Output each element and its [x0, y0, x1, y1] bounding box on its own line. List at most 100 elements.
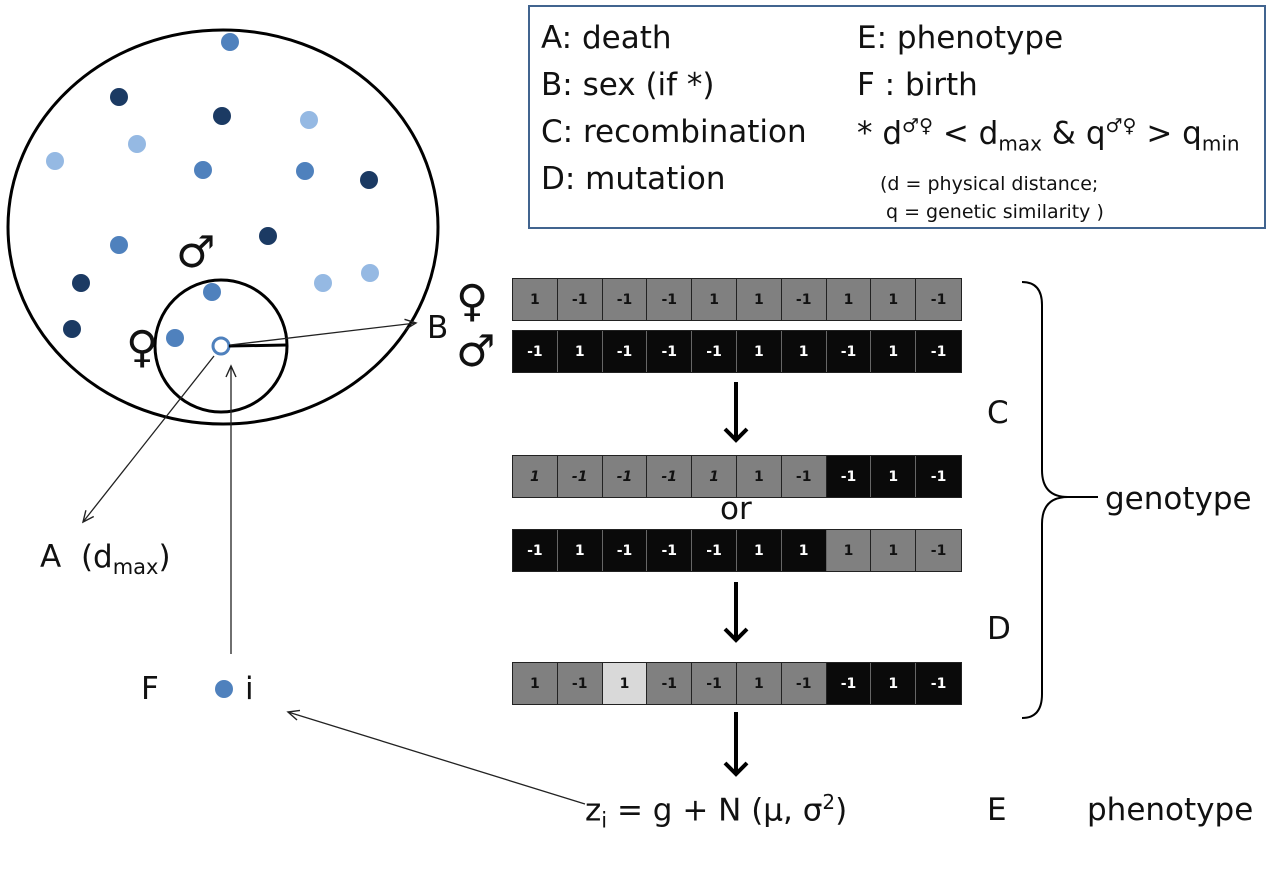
genome-cell: -1 [513, 331, 558, 372]
genome-cell: 1 [602, 663, 648, 704]
legend-note-similarity: q = genetic similarity ) [886, 201, 1104, 223]
label-i: i [245, 671, 254, 707]
genome-cell: -1 [602, 279, 648, 320]
genome-cell: -1 [647, 279, 693, 320]
individual-dot [110, 236, 128, 254]
genome-cell: -1 [781, 663, 827, 704]
genome-cell: -1 [647, 331, 693, 372]
individual-dot [203, 283, 221, 301]
genome-cell: 1 [692, 456, 737, 497]
female-symbol-population: ♀ [126, 322, 159, 373]
label-F: F [141, 671, 159, 707]
genome-cell: 1 [826, 530, 872, 571]
genome-cell: -1 [916, 331, 961, 372]
genome-cell: -1 [557, 663, 603, 704]
phenotype-label: phenotype [1087, 792, 1254, 828]
label-B: B [427, 310, 449, 346]
genome-cell: 1 [736, 530, 782, 571]
male-symbol-genome: ♂ [456, 326, 496, 377]
population-circle [6, 28, 440, 426]
legend-phenotype: E: phenotype [857, 20, 1064, 56]
genome-cell: 1 [557, 530, 603, 571]
individual-dot [72, 274, 90, 292]
female-symbol-genome: ♀ [456, 276, 489, 327]
genome-cell: -1 [916, 530, 961, 571]
individual-dot [110, 88, 128, 106]
genome-cell: 1 [871, 663, 917, 704]
genome-cell: -1 [557, 456, 603, 497]
genome-cell: -1 [781, 279, 827, 320]
individual-dot [63, 320, 81, 338]
genome-cell: 1 [736, 331, 782, 372]
legend-mutation: D: mutation [541, 161, 726, 197]
individual-dot [194, 161, 212, 179]
genome-cell: -1 [602, 456, 648, 497]
genome-cell: -1 [647, 456, 693, 497]
genome-cell: -1 [826, 663, 872, 704]
individual-dot [166, 329, 184, 347]
or-label: or [720, 491, 752, 527]
individual-dot [360, 171, 378, 189]
genome-cell: -1 [513, 530, 558, 571]
legend-mating-condition: * d♂♀ < dmax & q♂♀ > qmin [857, 115, 1240, 156]
genome-cell: -1 [916, 279, 961, 320]
genome-cell: 1 [513, 663, 558, 704]
individual-dot [128, 135, 146, 153]
individuals [46, 33, 379, 698]
genome-cell: 1 [871, 456, 917, 497]
genome-cell: -1 [916, 663, 961, 704]
individual-dot [361, 264, 379, 282]
individual-dot [213, 107, 231, 125]
genome-cell: -1 [602, 530, 648, 571]
focal-individual [211, 336, 231, 356]
genome-cell: -1 [916, 456, 961, 497]
individual-dot [259, 227, 277, 245]
genome-cell: 1 [513, 456, 558, 497]
arrow-to-B [229, 318, 418, 346]
legend-sex: B: sex (if *) [541, 67, 715, 103]
genome-cell: -1 [692, 663, 737, 704]
genome-cell: -1 [647, 530, 693, 571]
phenotype-formula: zi = g + N (μ, σ2) [585, 790, 848, 833]
label-C: C [987, 395, 1009, 431]
genome-cell: -1 [826, 331, 872, 372]
legend-box [528, 5, 1266, 229]
genome-cell: -1 [557, 279, 603, 320]
individual-dot [296, 162, 314, 180]
genome-cell: 1 [871, 279, 917, 320]
individual-dot [314, 274, 332, 292]
genome-cell: 1 [871, 530, 917, 571]
genome-cell: 1 [736, 456, 782, 497]
genome-cell: -1 [826, 456, 872, 497]
legend-death: A: death [541, 20, 672, 56]
genome-cell: 1 [557, 331, 603, 372]
label-D: D [987, 611, 1011, 647]
genome-cell: 1 [871, 331, 917, 372]
male-symbol-population: ♂ [176, 227, 216, 278]
genome-cell: 1 [692, 279, 737, 320]
radius-line [228, 343, 288, 348]
individual-dot [46, 152, 64, 170]
individual-dot [221, 33, 239, 51]
genome-cell: 1 [736, 279, 782, 320]
label-E: E [987, 792, 1007, 828]
arrow-to-A [81, 355, 215, 524]
arrow-to-i [286, 709, 586, 805]
genome-cell: 1 [826, 279, 872, 320]
genome-cell: -1 [692, 331, 737, 372]
genome-cell: 1 [781, 530, 827, 571]
genome-cell: 1 [736, 663, 782, 704]
genome-cell: -1 [781, 456, 827, 497]
genome-cell: -1 [602, 331, 648, 372]
genome-cell: -1 [692, 530, 737, 571]
legend-recombination: C: recombination [541, 114, 807, 150]
label-A-dmax: A (dmax) [40, 539, 171, 580]
genome-cell: 1 [513, 279, 558, 320]
genotype-brace [1021, 281, 1069, 719]
